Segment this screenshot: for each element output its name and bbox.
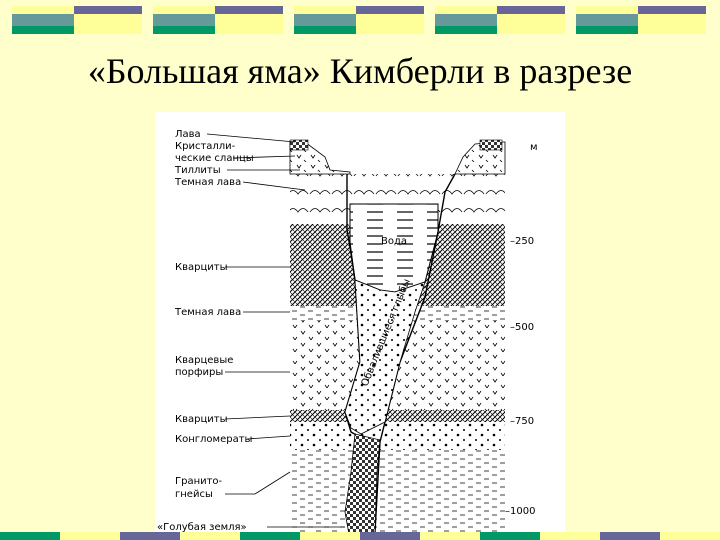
top-bar-block [74, 14, 142, 26]
bottom-bar-block [600, 532, 660, 540]
top-bar-block [497, 26, 565, 34]
stratum-quartzite-lower [290, 410, 505, 422]
top-bar-block [435, 6, 497, 14]
bottom-bar-block [60, 532, 120, 540]
bottom-bar-block [240, 532, 300, 540]
top-bar-block [356, 26, 424, 34]
top-bar-block [576, 26, 638, 34]
label-quartzite-2: Кварциты [175, 414, 228, 425]
label-porphyry-2: порфиры [175, 367, 223, 378]
label-crystalline-1: Кристалли- [175, 141, 236, 152]
decorative-bottom-bar [0, 532, 720, 540]
bottom-bar-block [0, 532, 60, 540]
bottom-bar-block [180, 532, 240, 540]
top-bar-block [356, 14, 424, 26]
bottom-bar-block [540, 532, 600, 540]
depth-scale: м –250 –500 –750 –1000 [505, 142, 538, 517]
depth-tick-250: –250 [510, 236, 534, 247]
top-bar-block [215, 14, 283, 26]
label-dark-lava-2: Темная лава [174, 307, 241, 318]
bottom-bar-block [660, 532, 720, 540]
depth-tick-1000: –1000 [505, 506, 535, 517]
top-bar-block [215, 6, 283, 14]
label-granite-2: гнейсы [175, 489, 213, 500]
top-bar-block [576, 6, 638, 14]
collapsed-debris [344, 279, 426, 435]
leader-lines [206, 133, 345, 528]
kimberley-pit-cross-section: Лава Кристалли- ческие сланцы Тиллиты Те… [155, 112, 565, 540]
label-granite-1: Гранито- [175, 476, 223, 487]
top-bar-segment [294, 6, 424, 34]
label-conglomerates: Конгломераты [175, 434, 252, 445]
top-bar-block [435, 14, 497, 26]
stratum-granite-gneiss [290, 450, 505, 534]
depth-tick-500: –500 [510, 322, 534, 333]
top-bar-block [294, 6, 356, 14]
bottom-bar-block [120, 532, 180, 540]
label-quartzite-1: Кварциты [175, 262, 228, 273]
slide-title: «Большая яма» Кимберли в разрезе [87, 51, 633, 91]
decorative-top-bar [12, 6, 712, 34]
top-bar-block [74, 6, 142, 14]
lava-cap-left [289, 139, 309, 151]
top-bar-segment [576, 6, 706, 34]
pit-water [349, 203, 439, 293]
top-bar-segment [12, 6, 142, 34]
bottom-bar-block [360, 532, 420, 540]
top-bar-segment [153, 6, 283, 34]
water-label: Вода [381, 236, 407, 247]
top-bar-block [12, 14, 74, 26]
top-bar-block [12, 6, 74, 14]
top-bar-block [153, 6, 215, 14]
depth-unit: м [530, 142, 538, 153]
lava-cap-right [479, 139, 503, 151]
top-bar-block [153, 14, 215, 26]
label-dark-lava-1: Темная лава [174, 177, 241, 188]
bottom-bar-block [420, 532, 480, 540]
top-bar-block [435, 26, 497, 34]
label-tillites: Тиллиты [174, 165, 221, 176]
top-bar-block [74, 26, 142, 34]
label-porphyry-1: Кварцевые [175, 355, 233, 366]
top-bar-block [638, 14, 706, 26]
top-bar-block [497, 6, 565, 14]
top-bar-block [294, 14, 356, 26]
top-bar-block [215, 26, 283, 34]
layer-labels: Лава Кристалли- ческие сланцы Тиллиты Те… [157, 129, 254, 533]
label-crystalline-2: ческие сланцы [175, 153, 254, 164]
top-bar-block [356, 6, 424, 14]
stratum-conglomerate [290, 422, 505, 450]
top-bar-block [12, 26, 74, 34]
bottom-bar-block [300, 532, 360, 540]
top-bar-block [153, 26, 215, 34]
top-bar-segment [435, 6, 565, 34]
bottom-bar-block [480, 532, 540, 540]
depth-tick-750: –750 [510, 416, 534, 427]
top-bar-block [576, 14, 638, 26]
label-lava: Лава [175, 129, 201, 140]
top-bar-block [638, 26, 706, 34]
label-blue-ground: «Голубая земля» [157, 522, 247, 533]
top-bar-block [294, 26, 356, 34]
top-bar-block [638, 6, 706, 14]
top-bar-block [497, 14, 565, 26]
